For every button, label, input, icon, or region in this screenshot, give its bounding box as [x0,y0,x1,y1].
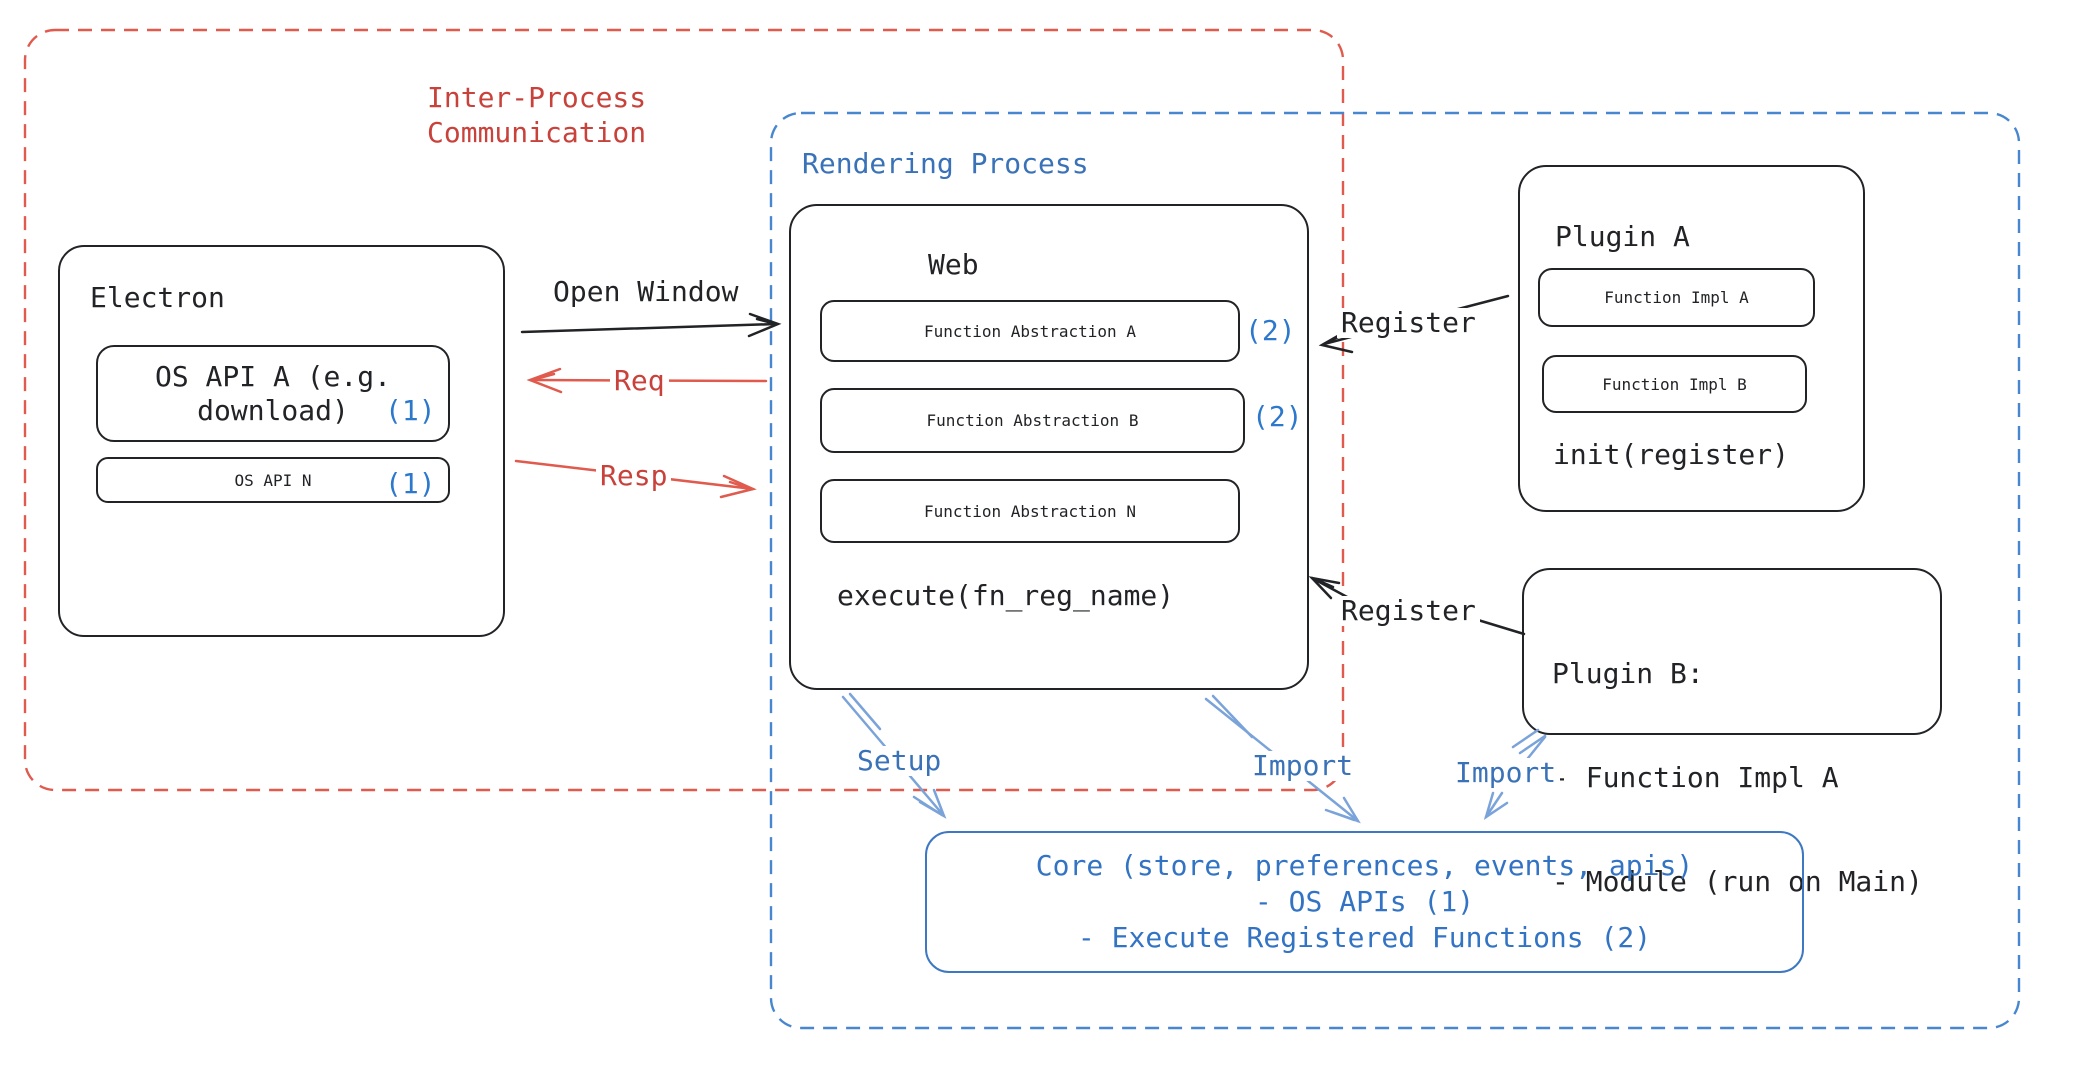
function-abstraction-a-label: Function Abstraction A [924,321,1136,341]
register-a-label: Register [1337,308,1480,338]
function-abstraction-b-label: Function Abstraction B [926,411,1139,430]
os-api-a-line1: OS API A (e.g. [154,359,391,393]
resp-label: Resp [596,461,672,491]
core-line-3: - Execute Registered Functions (2) [1077,921,1652,954]
import-web-label: Import [1248,751,1358,781]
function-abstraction-n-label: Function Abstraction N [924,501,1136,521]
import-plugin-label: Import [1451,758,1561,788]
function-abstraction-n-box: Function Abstraction N [820,479,1240,543]
plugin-b-title: Plugin B: [1552,657,1704,690]
function-abstraction-a-box: Function Abstraction A [820,300,1240,362]
register-b-label: Register [1337,596,1480,626]
os-api-n-ref: (1) [385,467,436,500]
os-api-a-ref: (1) [385,394,436,427]
open-window-label: Open Window [553,275,739,308]
core-line-1: Core (store, preferences, events, apis) [1035,849,1694,882]
electron-title: Electron [90,281,225,314]
rendering-process-title: Rendering Process [802,147,1089,180]
init-register-label: init(register) [1553,438,1790,471]
req-label: Req [610,366,669,396]
core-box: Core (store, preferences, events, apis) … [925,831,1804,973]
plugin-b-item-1: - Function Impl A [1552,761,1839,794]
plugin-a-title: Plugin A [1555,220,1690,253]
execute-label: execute(fn_reg_name) [837,579,1175,612]
function-abstraction-b-ref: (2) [1252,400,1303,433]
open-window-arrow [520,312,782,338]
function-impl-a-box: Function Impl A [1538,268,1815,327]
web-title: Web [928,248,979,281]
os-api-n-label: OS API N [234,470,312,490]
core-line-2: - OS APIs (1) [1254,885,1475,918]
function-abstraction-b-box: Function Abstraction B [820,388,1245,453]
function-abstraction-a-ref: (2) [1245,314,1296,347]
setup-label: Setup [853,746,946,776]
function-impl-a-label: Function Impl A [1604,288,1749,307]
os-api-a-line2: download) [197,393,349,427]
function-impl-b-label: Function Impl B [1602,374,1747,394]
function-impl-b-box: Function Impl B [1542,355,1807,413]
